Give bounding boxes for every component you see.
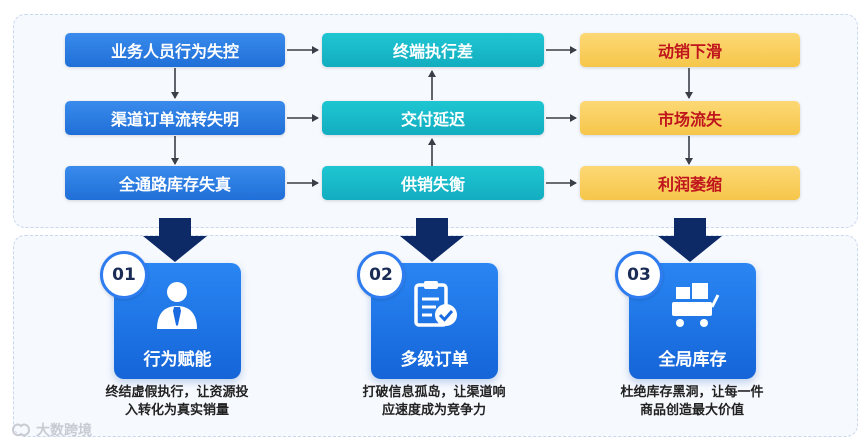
solution-desc-3-line1: 杜绝库存黑洞，让每一件 bbox=[620, 385, 764, 400]
solution-desc-1-line1: 终结虚假执行，让资源投 bbox=[105, 385, 249, 400]
down-arrow-1 bbox=[143, 218, 207, 262]
result-box-3: 利润萎缩 bbox=[580, 166, 800, 200]
effect-box-1: 终端执行差 bbox=[322, 33, 544, 67]
watermark: 大数跨境 bbox=[10, 419, 92, 441]
effect-box-3: 供销失衡 bbox=[322, 166, 544, 200]
solution-title-2: 多级订单 bbox=[400, 350, 469, 370]
clipboard-check-icon bbox=[414, 281, 457, 327]
solution-desc-2: 打破信息孤岛，让渠道响 应速度成为竞争力 bbox=[334, 384, 534, 420]
cause-box-2: 渠道订单流转失明 bbox=[65, 101, 285, 135]
cause-box-1: 业务人员行为失控 bbox=[65, 33, 285, 67]
solution-desc-1: 终结虚假执行，让资源投 入转化为真实销量 bbox=[77, 384, 277, 420]
solution-card-behavior: 行为赋能 bbox=[114, 263, 241, 379]
watermark-text: 大数跨境 bbox=[36, 423, 92, 439]
solution-title-1: 行为赋能 bbox=[143, 350, 212, 370]
number-badge-2: 02 bbox=[357, 251, 405, 299]
solution-desc-2-line1: 打破信息孤岛，让渠道响 bbox=[362, 385, 506, 400]
cause-box-3: 全通路库存失真 bbox=[65, 166, 285, 200]
number-badge-3: 03 bbox=[615, 251, 663, 299]
number-badge-1: 01 bbox=[100, 251, 148, 299]
solution-desc-2-line2: 应速度成为竞争力 bbox=[381, 403, 486, 418]
solution-desc-1-line2: 入转化为真实销量 bbox=[124, 403, 229, 418]
down-arrow-2 bbox=[400, 218, 464, 262]
down-arrow-3 bbox=[658, 218, 722, 262]
result-box-2: 市场流失 bbox=[580, 101, 800, 135]
cart-boxes-icon bbox=[672, 283, 720, 327]
solution-title-3: 全局库存 bbox=[658, 350, 727, 370]
solution-desc-3-line2: 商品创造最大价值 bbox=[639, 403, 744, 418]
effect-box-2: 交付延迟 bbox=[322, 101, 544, 135]
result-box-1: 动销下滑 bbox=[580, 33, 800, 67]
solution-desc-3: 杜绝库存黑洞，让每一件 商品创造最大价值 bbox=[592, 384, 792, 420]
user-tie-icon bbox=[157, 282, 197, 329]
watermark-logo-icon bbox=[11, 423, 31, 437]
